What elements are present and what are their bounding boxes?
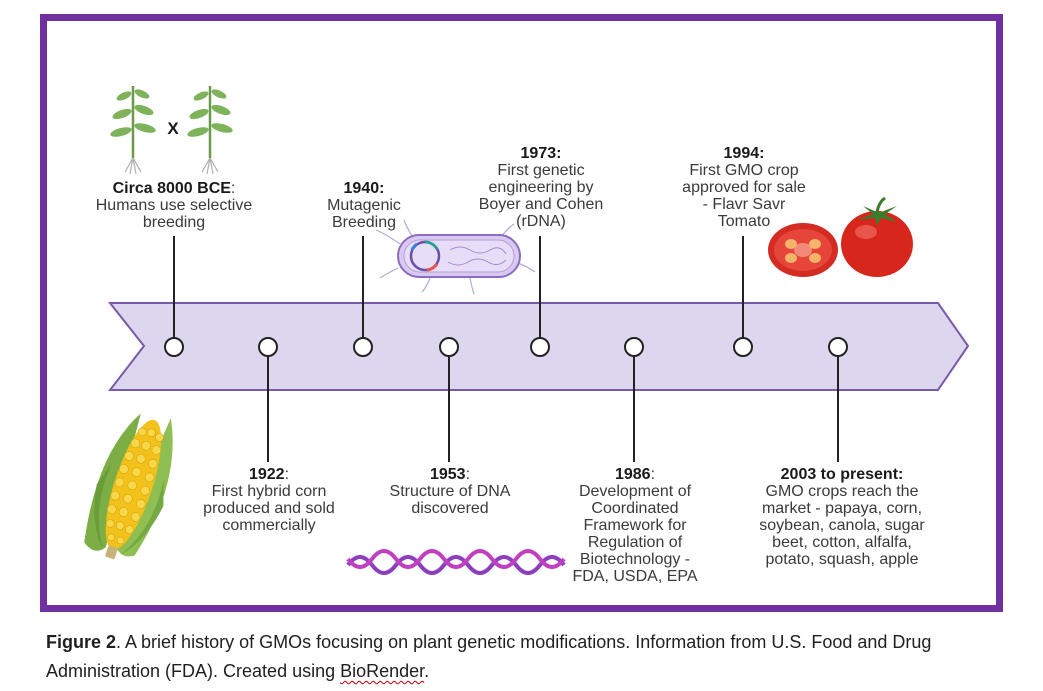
node-1986 [624, 337, 644, 357]
event-year: 1940: [343, 180, 385, 197]
event-year: 1953 [429, 466, 466, 483]
event-year-suffix: : [230, 180, 236, 197]
event-text-line: FDA, USDA, EPA [572, 568, 698, 585]
tomato-whole-icon [841, 196, 913, 277]
event-text-line: Development of [578, 483, 692, 500]
node-1922 [258, 337, 278, 357]
event-label-1922: 1922: First hybrid corn produced and sol… [188, 466, 350, 534]
corn-cob-icon [84, 413, 173, 560]
event-year-suffix: : [284, 466, 290, 483]
event-text-line: (rDNA) [516, 213, 566, 230]
event-text-line: discovered [411, 500, 489, 517]
event-label-1973: 1973: First genetic engineering by Boyer… [460, 145, 622, 230]
event-text-line: Biotechnology - [579, 551, 691, 568]
event-year: Circa 8000 BCE [112, 180, 231, 197]
plant-cross-icon: X [110, 86, 233, 175]
node-1940 [353, 337, 373, 357]
dna-helix-icon [346, 549, 566, 575]
event-year-suffix: : [650, 466, 656, 483]
timeline-connectors [173, 236, 839, 462]
event-text-line: Structure of DNA [389, 483, 511, 500]
event-text-line: Breeding [331, 214, 397, 231]
event-text-line: approved for sale [682, 179, 806, 196]
event-text-line: soybean, canola, sugar [759, 517, 925, 534]
node-1994 [733, 337, 753, 357]
event-label-1940: 1940: Mutagenic Breeding [308, 180, 420, 231]
figure-caption: Figure 2. A brief history of GMOs focusi… [46, 628, 1006, 686]
tomato-icon [768, 196, 913, 277]
caption-text: . A brief history of GMOs focusing on pl… [46, 632, 932, 681]
event-label-1953: 1953: Structure of DNA discovered [369, 466, 531, 517]
event-label-1994: 1994: First GMO crop approved for sale -… [656, 145, 832, 230]
event-text-line: market - papaya, corn, [761, 500, 923, 517]
event-label-2003: 2003 to present: GMO crops reach the mar… [740, 466, 944, 568]
event-year: 1994: [723, 145, 765, 162]
event-text-line: potato, squash, apple [765, 551, 919, 568]
event-year: 1973: [520, 145, 562, 162]
node-1973 [530, 337, 550, 357]
event-year: 1986 [614, 466, 651, 483]
event-label-bce8000: Circa 8000 BCE: Humans use selective bre… [68, 180, 280, 231]
event-text-line: GMO crops reach the [765, 483, 919, 500]
event-text-line: produced and sold [203, 500, 335, 517]
figure-label: Figure 2 [46, 632, 117, 652]
event-text-line: Boyer and Cohen [478, 196, 604, 213]
event-text-line: Humans use selective [95, 197, 253, 214]
tomato-half-icon [768, 223, 838, 277]
event-text-line: commercially [222, 517, 316, 534]
timeline-nodes [164, 337, 848, 357]
event-text-line: breeding [142, 214, 206, 231]
event-year: 2003 to present: [780, 466, 904, 483]
event-year: 1922 [248, 466, 285, 483]
event-text-line: Framework for [583, 517, 687, 534]
node-bce8000 [164, 337, 184, 357]
node-1953 [439, 337, 459, 357]
event-text-line: Tomato [717, 213, 771, 230]
event-text-line: Coordinated [591, 500, 679, 517]
event-text-line: First hybrid corn [211, 483, 327, 500]
event-label-1986: 1986: Development of Coordinated Framewo… [554, 466, 716, 585]
event-text-line: First GMO crop [689, 162, 799, 179]
event-text-line: beet, cotton, alfalfa, [772, 534, 912, 551]
event-text-line: - Flavr Savr [702, 196, 786, 213]
plant-left-icon [110, 86, 156, 175]
plant-right-icon [187, 86, 233, 175]
biorender-link: BioRender [340, 661, 425, 681]
event-text-line: Mutagenic [327, 197, 401, 214]
bacterium-plasmid-icon [375, 219, 536, 295]
node-2003 [828, 337, 848, 357]
timeline-diagram: X [84, 86, 970, 575]
event-text-line: First genetic [497, 162, 585, 179]
caption-end: . [424, 661, 430, 681]
event-year-suffix: : [465, 466, 471, 483]
event-text-line: engineering by [488, 179, 594, 196]
event-text-line: Regulation of [587, 534, 683, 551]
cross-symbol: X [167, 119, 179, 138]
